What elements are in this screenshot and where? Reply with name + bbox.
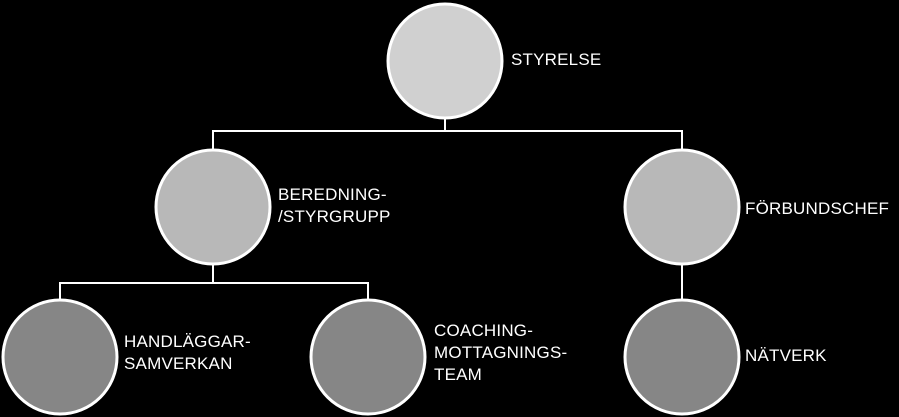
node-label-line: MOTTAGNINGS- xyxy=(434,343,568,362)
node-label-styrelse: STYRELSE xyxy=(511,49,601,71)
node-circle-beredning xyxy=(154,148,272,266)
node-label-line: /STYRGRUPP xyxy=(278,207,391,226)
node-circle-forbundschef xyxy=(623,148,741,266)
node-label-line: SAMVERKAN xyxy=(124,354,233,373)
connector-lines xyxy=(59,118,683,300)
node-label-coaching: COACHING- MOTTAGNINGS- TEAM xyxy=(434,320,567,386)
node-label-forbundschef: FÖRBUNDSCHEF xyxy=(745,198,889,220)
node-label-line: FÖRBUNDSCHEF xyxy=(745,199,890,218)
node-label-handlaggar: HANDLÄGGAR- SAMVERKAN xyxy=(124,331,251,375)
node-circle-styrelse xyxy=(386,2,504,120)
node-label-line: HANDLÄGGAR- xyxy=(124,332,251,351)
node-circle-handlaggar xyxy=(1,298,119,416)
connector-beredning-to-level3 xyxy=(59,264,369,300)
node-circle-coaching xyxy=(309,298,427,416)
node-label-natverk: NÄTVERK xyxy=(745,345,827,367)
node-label-line: NÄTVERK xyxy=(745,346,827,365)
node-circle-natverk xyxy=(623,298,741,416)
node-label-line: TEAM xyxy=(434,365,483,384)
connector-styrelse-to-level2 xyxy=(212,118,683,150)
node-label-line: BEREDNING- xyxy=(278,185,387,204)
node-label-line: COACHING- xyxy=(434,321,534,340)
node-label-line: STYRELSE xyxy=(511,50,602,69)
node-label-beredning: BEREDNING- /STYRGRUPP xyxy=(278,184,391,228)
